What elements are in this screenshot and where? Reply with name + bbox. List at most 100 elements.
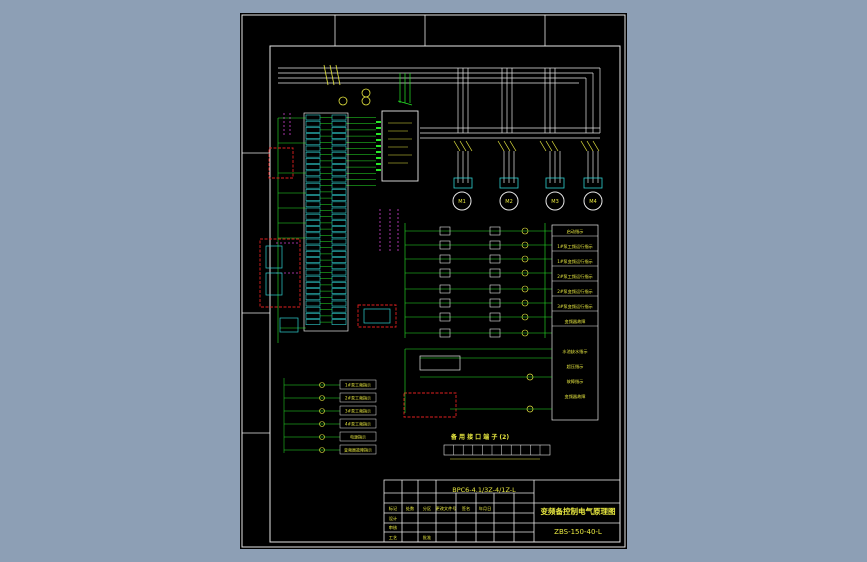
plc-terminal-right xyxy=(331,176,347,183)
indicator-lamp xyxy=(319,421,325,427)
legend-left-text: 1#泵工频指示 xyxy=(345,382,371,388)
plc-terminal-left xyxy=(305,127,321,133)
title-block-role: 工艺 xyxy=(389,535,397,540)
plc-terminal-left xyxy=(305,201,321,208)
plc-terminal-right xyxy=(331,164,347,170)
drawing-sheet: M1 M2 M3 M4 xyxy=(240,13,627,549)
plc-terminal-left xyxy=(305,195,321,201)
legend-left-box xyxy=(339,431,377,442)
main-breaker xyxy=(323,64,341,86)
plc-terminal-left xyxy=(305,282,321,288)
motor-label: M1 xyxy=(458,199,466,205)
motor-label: M4 xyxy=(589,199,597,205)
title-block-header: 分区 xyxy=(423,505,431,512)
plc-terminal-right xyxy=(331,133,347,139)
plc-terminal-right xyxy=(331,263,347,270)
legend-text: 变频器故障 xyxy=(565,393,586,400)
timer-relay xyxy=(419,355,461,371)
title-block-header: 签名 xyxy=(462,505,470,512)
relay-contact xyxy=(439,254,451,264)
relay-contact xyxy=(489,240,501,250)
small-cyan-boxes xyxy=(265,245,391,333)
legend-left-box xyxy=(339,392,377,403)
plc-terminal-right xyxy=(331,275,347,282)
motor-label: M3 xyxy=(551,199,559,205)
title-block-roles: 设计审核工艺批准 xyxy=(389,515,431,541)
plc-terminal-left xyxy=(305,170,321,177)
relay-coil xyxy=(521,255,529,263)
legend-text: 1#泵工频运行指示 xyxy=(557,243,593,250)
plc-terminal-right xyxy=(331,201,347,208)
plc-terminal-right xyxy=(331,238,347,245)
title-block-role: 设计 xyxy=(389,515,397,522)
relay-contact xyxy=(439,298,451,308)
lower-control-wiring xyxy=(404,348,552,413)
plc-terminal-left xyxy=(305,176,321,183)
plc-terminal-right xyxy=(331,207,347,214)
plc-terminal-right xyxy=(331,244,347,251)
relay-contact xyxy=(489,284,501,294)
relay-coil xyxy=(521,241,529,249)
relay-contact xyxy=(489,226,501,236)
plc-terminal-left xyxy=(305,313,321,319)
legend-left-text: 变频器故障指示 xyxy=(344,447,372,453)
legend-text: 水池缺水指示 xyxy=(562,348,587,355)
plc-terminal-right xyxy=(331,170,347,177)
inverter-text-lines xyxy=(388,122,412,164)
plc-terminal-left xyxy=(305,145,321,152)
indicator-lamp xyxy=(319,382,325,388)
motor-m3: M3 xyxy=(545,191,565,211)
plc-terminal-right xyxy=(331,319,347,325)
plc-terminal-right xyxy=(331,220,347,226)
plc-terminal-left xyxy=(305,207,321,214)
plc-terminal-left xyxy=(305,213,321,220)
thermal-relays xyxy=(453,177,603,189)
outer-frame xyxy=(241,14,626,548)
relay-coil xyxy=(521,329,529,337)
relay-coil xyxy=(521,269,529,277)
plc-terminal-left xyxy=(305,319,321,325)
legend-left-box xyxy=(339,379,377,390)
plc-terminal-right xyxy=(331,232,347,239)
model-code: BPC6-4.1/3Z-4/1Z-L xyxy=(452,486,516,494)
relay-contact xyxy=(439,328,451,338)
relay-contact xyxy=(489,328,501,338)
left-zone-ticks xyxy=(242,152,270,434)
indicator-lamp xyxy=(319,434,325,440)
relay-contact xyxy=(439,284,451,294)
inner-frame xyxy=(269,45,621,543)
right-legend: 启动指示1#泵工频运行指示1#泵变频运行指示2#泵工频运行指示2#泵变频运行指示… xyxy=(552,228,598,400)
plc-terminal-right xyxy=(331,294,347,301)
title-block-headers: 标记处数分区更改文件号签名年月日 xyxy=(389,505,491,512)
plc-terminal-right xyxy=(331,313,347,319)
relay-contact xyxy=(489,254,501,264)
plc-terminal-left xyxy=(305,288,321,294)
legend-left-text: 3#泵工频指示 xyxy=(345,408,371,414)
plc-terminal-right xyxy=(331,120,347,127)
title-block-role: 批准 xyxy=(423,534,431,541)
plc-terminal-left xyxy=(305,232,321,239)
legend-left-text: 2#泵工频指示 xyxy=(345,395,371,401)
plc-terminal-left xyxy=(305,182,321,189)
red-highlight-boxes xyxy=(259,147,457,418)
relay-contact xyxy=(439,268,451,278)
inverter-unit xyxy=(381,110,419,182)
relay-ladder xyxy=(404,223,552,338)
plc-terminal-left xyxy=(305,269,321,276)
plc-terminal-right xyxy=(331,182,347,189)
plc-terminal-right xyxy=(331,114,347,121)
plc-terminal-right xyxy=(331,213,347,220)
plc-terminal-left xyxy=(305,120,321,127)
legend-text: 超压指示 xyxy=(567,363,584,370)
title-block-header: 标记 xyxy=(389,505,398,512)
legend-text: 变频器故障 xyxy=(565,318,586,325)
plc-terminal-right xyxy=(331,300,347,307)
plc-terminal-left xyxy=(305,158,321,164)
plc-terminal-right xyxy=(331,269,347,276)
motor-m2: M2 xyxy=(499,191,519,211)
legend-left-box xyxy=(339,418,377,429)
plc-frame xyxy=(303,112,349,332)
plc-terminal-right xyxy=(331,226,347,232)
schematic-canvas: M1 M2 M3 M4 xyxy=(241,14,626,548)
indicator-lamp xyxy=(319,408,325,414)
